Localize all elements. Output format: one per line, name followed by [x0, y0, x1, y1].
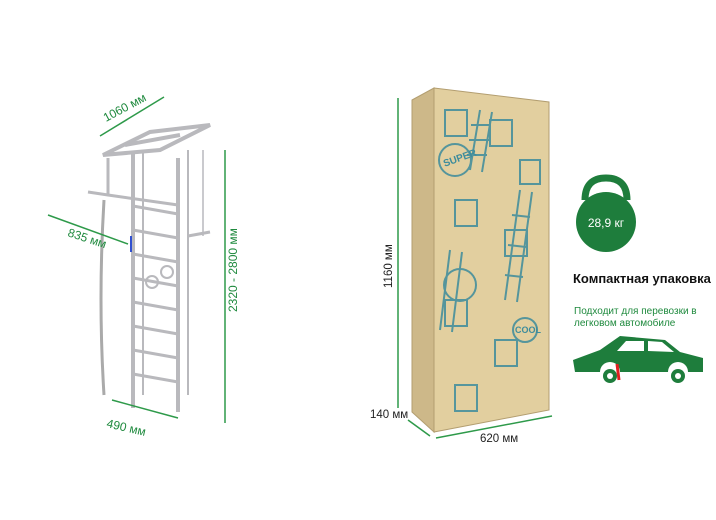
- box-height-label: 1160 мм: [383, 244, 395, 288]
- wall-bars-illustration: [87, 123, 211, 412]
- box-dimensions: [397, 98, 553, 439]
- package-subtitle: Подходит для перевозки в легковом автомо…: [574, 306, 697, 329]
- box-width-label: 620 мм: [480, 433, 518, 445]
- ladder-width-label: 1060 мм: [101, 90, 149, 124]
- box-print-cool: COOL: [515, 325, 542, 335]
- package-title: Компактная упаковка: [573, 271, 711, 286]
- ladder-dimensions: [47, 96, 226, 423]
- package-box: SUPER COOL: [411, 87, 550, 434]
- ladder-base-label: 490 мм: [105, 416, 147, 439]
- car-icon: [573, 336, 703, 383]
- weight-label: 28,9 кг: [588, 216, 625, 230]
- ladder-height-label: 2320 - 2800 мм: [226, 228, 240, 312]
- kettlebell-icon: [576, 174, 636, 252]
- box-depth-label: 140 мм: [370, 409, 408, 421]
